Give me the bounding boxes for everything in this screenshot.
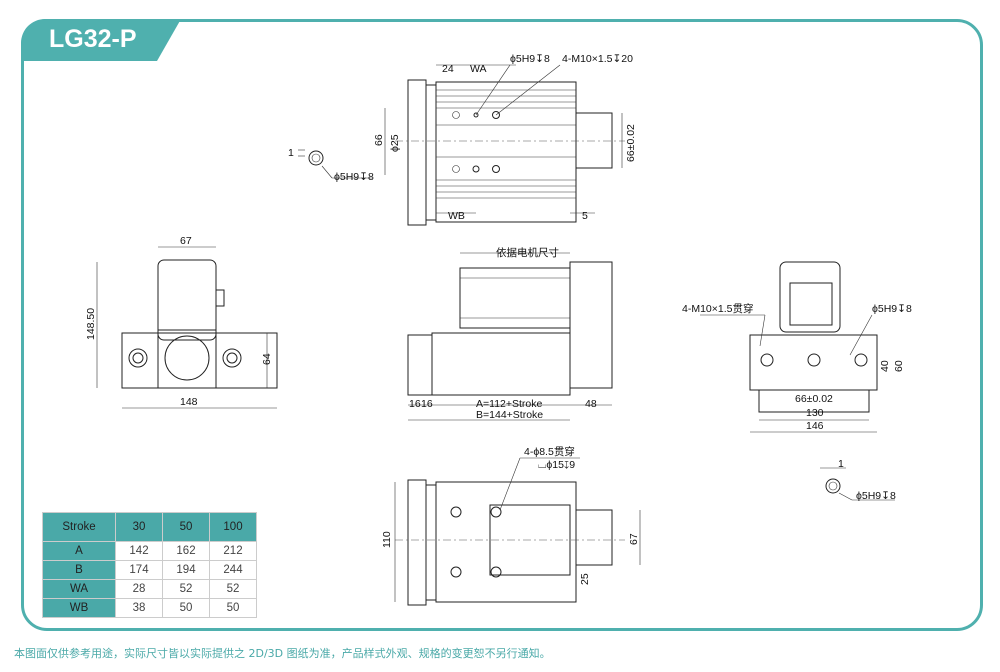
dim-25: 25: [579, 573, 591, 585]
table-cell: 162: [162, 541, 210, 561]
dim-b-formula: B=144+Stroke: [476, 409, 543, 421]
detail-pin-label: ϕ5H9↧8: [334, 171, 374, 183]
dim-67: 67: [180, 235, 192, 247]
table-header-cell: 30: [115, 512, 163, 542]
dim-130: 130: [806, 407, 824, 419]
detail-pin-label-right: ϕ5H9↧8: [856, 490, 896, 502]
right-tap-hole-label: 4-M10×1.5贯穿: [682, 302, 754, 315]
dim-wb: WB: [448, 210, 465, 222]
dim-wa: WA: [470, 63, 487, 75]
table-cell: 52: [162, 579, 210, 599]
right-pin-hole-label: ϕ5H9↧8: [872, 303, 912, 315]
table-header-row: Stroke 30 50 100: [42, 512, 257, 542]
dim-67-bottom: 67: [628, 533, 640, 545]
table-cell: 52: [209, 579, 257, 599]
dim-148-50: 148.50: [85, 308, 97, 340]
top-tap-hole-label: 4-M10×1.5↧20: [562, 53, 633, 65]
detail-dim-1-right: 1: [838, 458, 844, 470]
table-cell: 28: [115, 579, 163, 599]
dim-146: 146: [806, 420, 824, 432]
model-title-tab: LG32-P: [21, 19, 181, 61]
end-view-right: 4-M10×1.5贯穿 ϕ5H9↧8 40 60 66±0.02 130 146…: [682, 261, 912, 502]
dim-66: 66: [373, 134, 385, 146]
dim-40: 40: [879, 360, 891, 372]
dim-a-formula: A=112+Stroke: [476, 398, 543, 410]
detail-dim-1: 1: [288, 147, 294, 159]
table-cell: 38: [115, 598, 163, 618]
table-cell: 244: [209, 560, 257, 580]
dim-66-tol-right: 66±0.02: [795, 393, 833, 405]
top-pin-hole-label: ϕ5H9↧8: [510, 53, 550, 65]
top-view: 24 WA ϕ5H9↧8 4-M10×1.5↧20 66 ϕ25 66±0.02…: [288, 53, 637, 226]
row-label: B: [42, 560, 116, 580]
table-header-cell: 100: [209, 512, 257, 542]
table-cell: 212: [209, 541, 257, 561]
dim-66-tol: 66±0.02: [625, 124, 637, 162]
disclaimer-note: 本图面仅供参考用途，实际尺寸皆以实际提供之 2D/3D 图纸为准，产品样式外观、…: [14, 647, 551, 660]
dim-64: 64: [261, 353, 273, 365]
row-label: WB: [42, 598, 116, 618]
bottom-view: 4-ϕ8.5贯穿 ⌴ϕ15↧9 110 67 25: [381, 445, 641, 606]
table-cell: 174: [115, 560, 163, 580]
dim-60: 60: [893, 360, 905, 372]
table-cell: 50: [162, 598, 210, 618]
through-hole-label: 4-ϕ8.5贯穿: [524, 445, 575, 458]
end-view-left: 67 148.50 64 148: [85, 235, 278, 409]
table-header-cell: 50: [162, 512, 210, 542]
dim-110: 110: [381, 531, 393, 548]
side-view: 依据电机尺寸 16 16 A=112+Stroke B=144+Stroke 4…: [407, 246, 613, 421]
dim-d25: ϕ25: [389, 134, 401, 152]
model-title: LG32-P: [49, 25, 137, 53]
table-cell: 194: [162, 560, 210, 580]
table-header-cell: Stroke: [42, 512, 116, 542]
dim-148: 148: [180, 396, 198, 408]
row-label: A: [42, 541, 116, 561]
drawing-frame: [21, 19, 983, 631]
dim-16b: 16: [421, 398, 433, 410]
dim-48: 48: [585, 398, 597, 410]
row-label: WA: [42, 579, 116, 599]
table-cell: 50: [209, 598, 257, 618]
table-cell: 142: [115, 541, 163, 561]
dim-24: 24: [442, 63, 454, 75]
motor-size-note: 依据电机尺寸: [496, 246, 559, 259]
counterbore-label: ⌴ϕ15↧9: [538, 459, 575, 471]
dim-5: 5: [582, 210, 588, 222]
dim-16a: 16: [409, 398, 421, 410]
